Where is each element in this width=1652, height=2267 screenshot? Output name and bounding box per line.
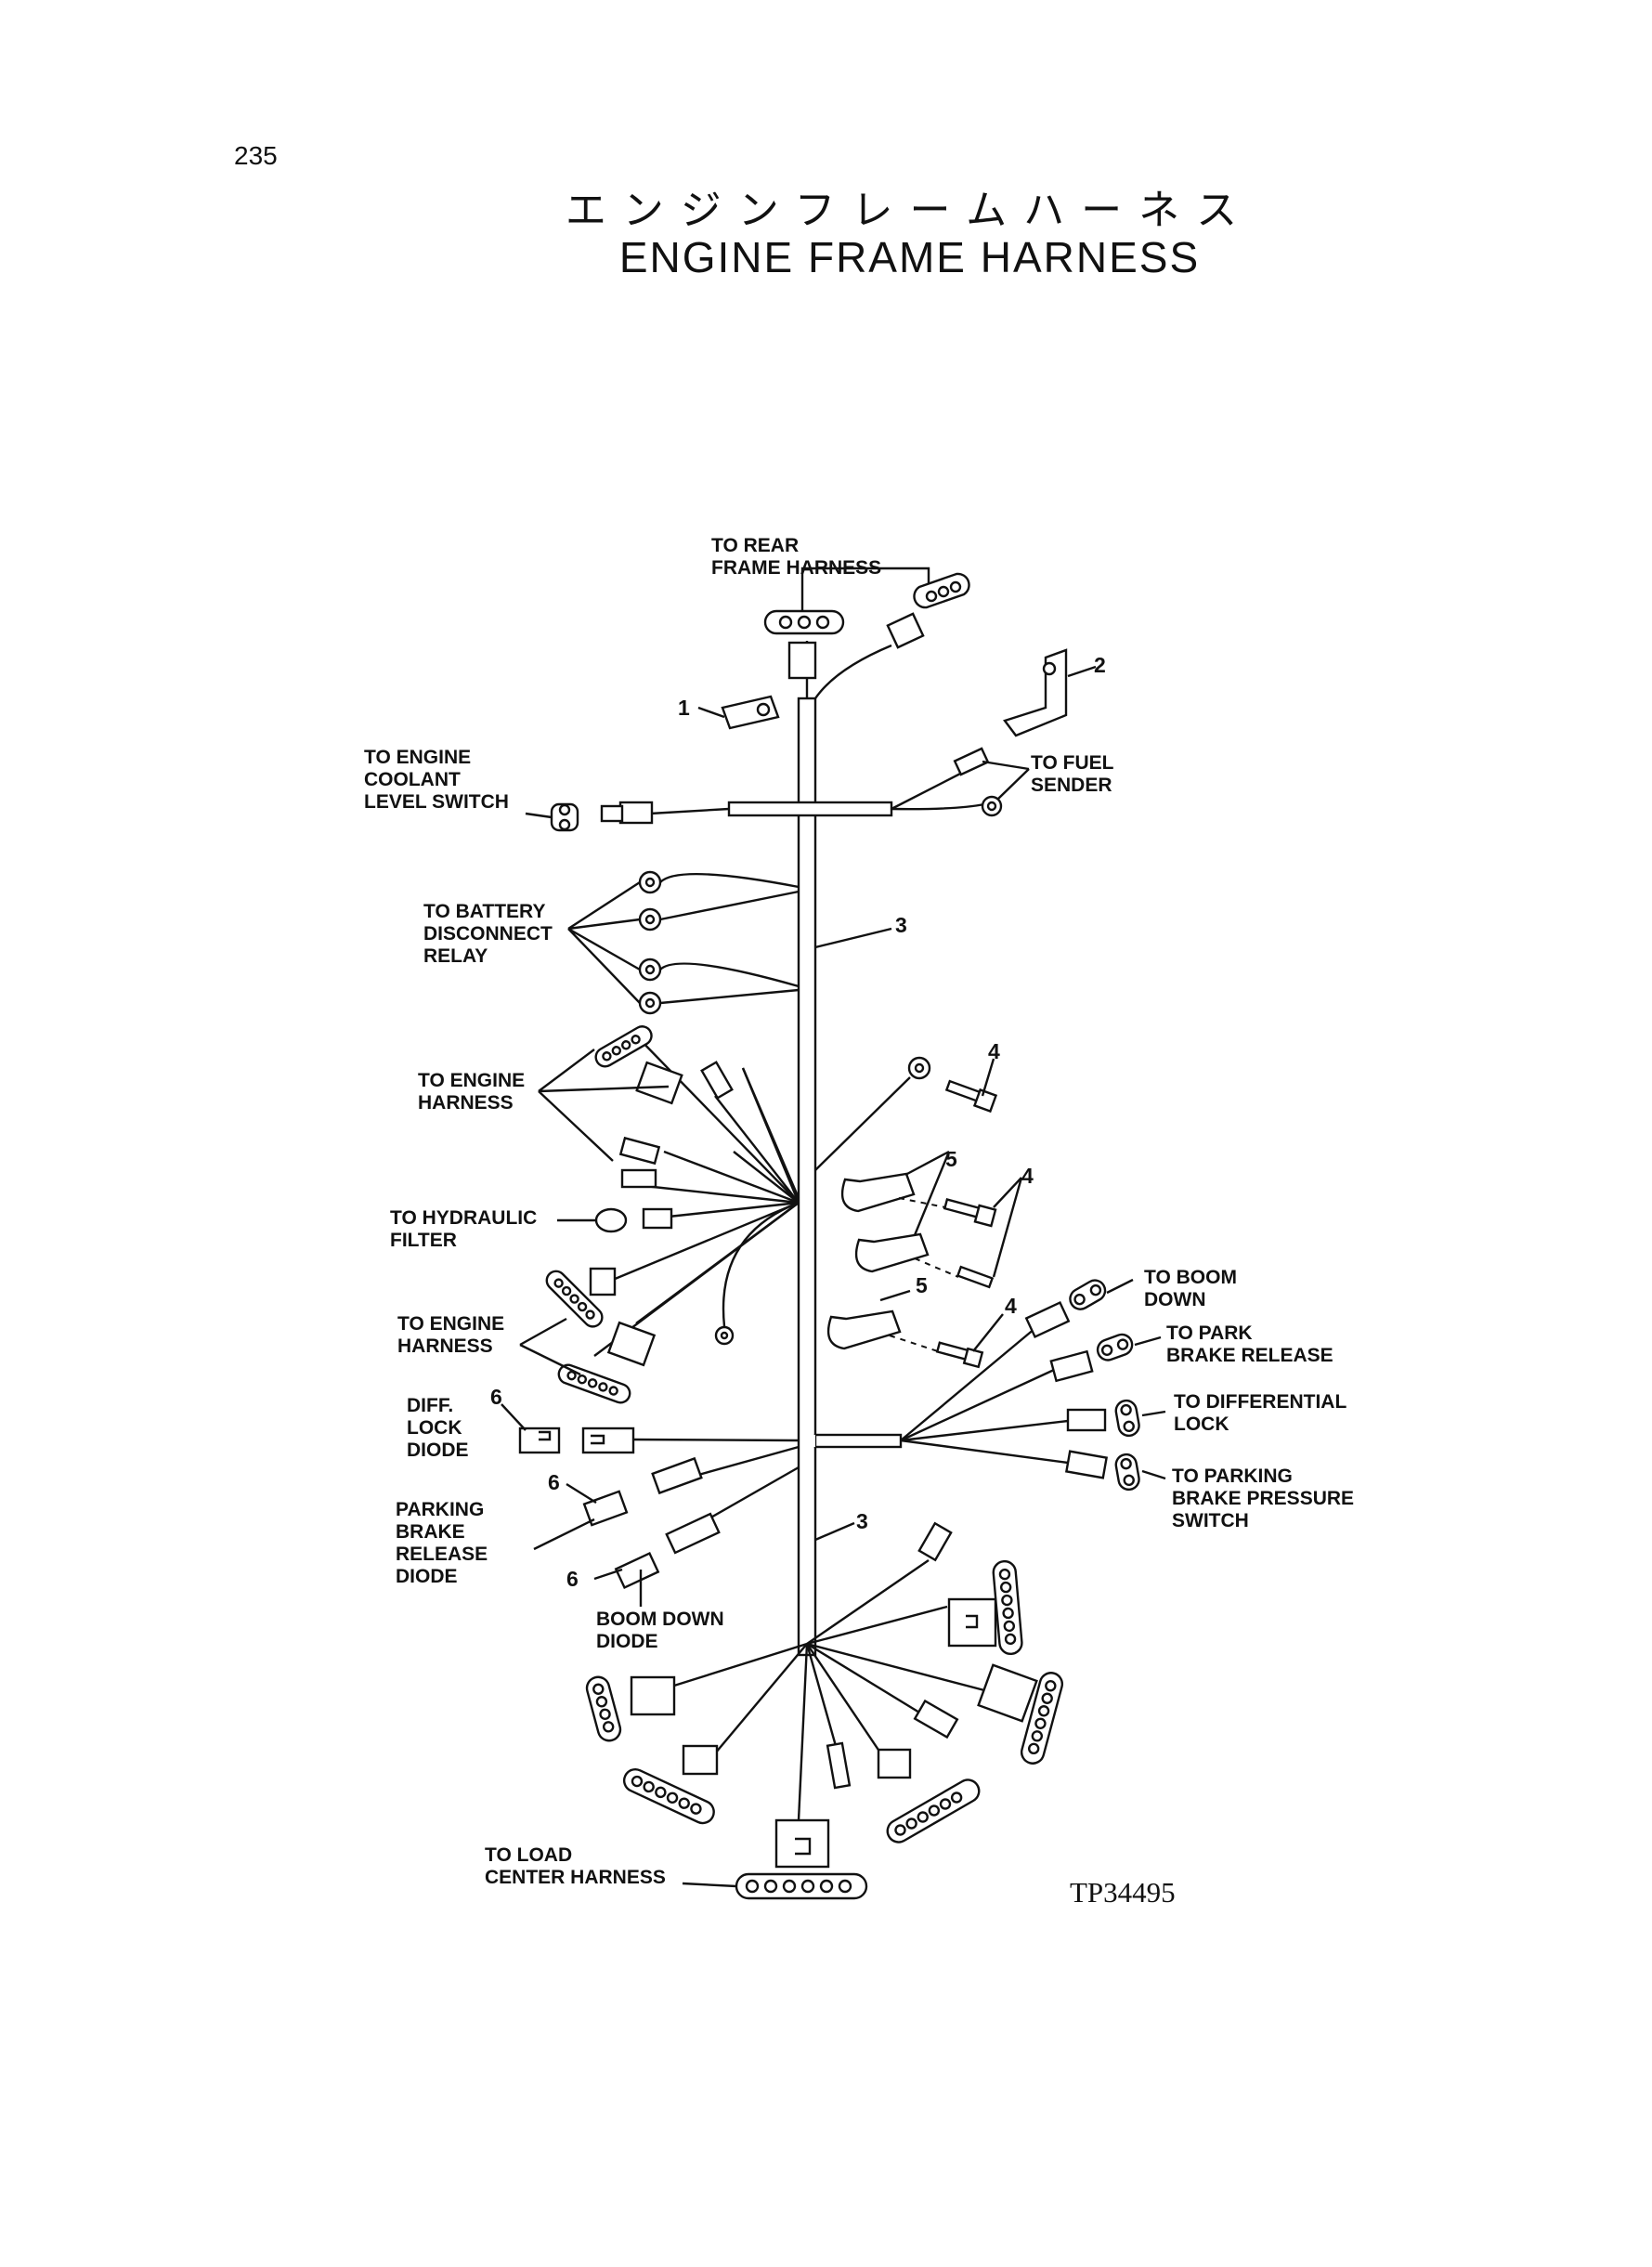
svg-text:4: 4 [1005, 1294, 1017, 1318]
svg-text:2: 2 [1094, 653, 1106, 677]
svg-text:LOCK: LOCK [407, 1417, 462, 1439]
svg-text:BRAKE RELEASE: BRAKE RELEASE [1166, 1345, 1333, 1366]
svg-text:HARNESS: HARNESS [397, 1335, 493, 1357]
svg-text:DIFF.: DIFF. [407, 1395, 453, 1416]
label-battery-relay: TO BATTERY DISCONNECT RELAY [423, 901, 553, 967]
svg-text:6: 6 [490, 1385, 502, 1409]
svg-text:TO ENGINE: TO ENGINE [364, 747, 471, 768]
svg-text:BRAKE PRESSURE: BRAKE PRESSURE [1172, 1488, 1354, 1509]
title-english: ENGINE FRAME HARNESS [618, 233, 1201, 281]
svg-text:6: 6 [566, 1567, 579, 1591]
reference-code: TP34495 [1070, 1876, 1176, 1909]
svg-text:DISCONNECT: DISCONNECT [423, 923, 553, 945]
label-coolant-switch: TO ENGINE COOLANT LEVEL SWITCH [364, 747, 509, 813]
right-branch-connectors [900, 1278, 1166, 1492]
label-park-brake-release: TO PARK BRAKE RELEASE [1166, 1322, 1333, 1366]
label-parking-brake-pressure: TO PARKING BRAKE PRESSURE SWITCH [1172, 1466, 1354, 1531]
svg-text:PARKING: PARKING [396, 1499, 484, 1520]
svg-text:5: 5 [916, 1273, 928, 1297]
label-diff-lock-diode: DIFF. LOCK DIODE [407, 1395, 469, 1461]
svg-text:1: 1 [678, 696, 690, 720]
label-fuel-sender: TO FUEL SENDER [1031, 752, 1114, 796]
svg-text:5: 5 [945, 1147, 957, 1171]
svg-text:6: 6 [548, 1470, 560, 1494]
load-center-connectors [585, 1521, 1064, 1900]
svg-text:HARNESS: HARNESS [418, 1092, 514, 1114]
label-load-center: TO LOAD CENTER HARNESS [485, 1844, 666, 1888]
svg-text:FILTER: FILTER [390, 1230, 457, 1251]
svg-text:RELEASE: RELEASE [396, 1544, 488, 1565]
label-engine-harness-1: TO ENGINE HARNESS [418, 1070, 525, 1114]
svg-text:3: 3 [895, 913, 907, 937]
label-parking-brake-diode: PARKING BRAKE RELEASE DIODE [396, 1499, 488, 1587]
svg-text:DOWN: DOWN [1144, 1289, 1206, 1310]
label-differential-lock: TO DIFFERENTIAL LOCK [1174, 1391, 1346, 1435]
svg-text:TO ENGINE: TO ENGINE [418, 1070, 525, 1091]
page-number: 235 [234, 141, 278, 170]
svg-text:TO HYDRAULIC: TO HYDRAULIC [390, 1207, 537, 1229]
svg-text:BRAKE: BRAKE [396, 1521, 465, 1543]
bracket-part-2 [1003, 648, 1097, 737]
label-rear-frame: TO REAR FRAME HARNESS [711, 535, 881, 579]
coolant-switch-connector [525, 801, 730, 832]
svg-text:3: 3 [856, 1509, 868, 1533]
svg-text:TO BOOM: TO BOOM [1144, 1267, 1237, 1288]
engine-harness-connectors [519, 1025, 800, 1404]
svg-text:TO PARK: TO PARK [1166, 1322, 1253, 1344]
svg-text:DIODE: DIODE [407, 1440, 469, 1461]
svg-text:TO ENGINE: TO ENGINE [397, 1313, 504, 1335]
svg-text:DIODE: DIODE [596, 1631, 658, 1652]
svg-text:SENDER: SENDER [1031, 775, 1112, 796]
svg-text:TO REAR: TO REAR [711, 535, 799, 556]
svg-text:TO LOAD: TO LOAD [485, 1844, 572, 1866]
svg-text:4: 4 [1021, 1164, 1034, 1188]
svg-text:LOCK: LOCK [1174, 1414, 1229, 1435]
svg-text:BOOM DOWN: BOOM DOWN [596, 1609, 724, 1630]
callout-numbers: 1 2 3 3 4 4 4 5 5 6 6 6 [490, 653, 1106, 1591]
battery-relay-terminals [567, 870, 800, 1015]
label-engine-harness-2: TO ENGINE HARNESS [397, 1313, 504, 1357]
label-boom-down-diode: BOOM DOWN DIODE [596, 1609, 724, 1652]
svg-text:FRAME HARNESS: FRAME HARNESS [711, 557, 881, 579]
svg-text:SWITCH: SWITCH [1172, 1510, 1249, 1531]
clip-part-1 [697, 695, 780, 730]
label-hydraulic-filter: TO HYDRAULIC FILTER [390, 1207, 537, 1251]
callout-leaders [814, 927, 892, 1542]
svg-text:TO BATTERY: TO BATTERY [423, 901, 545, 922]
svg-text:TO FUEL: TO FUEL [1031, 752, 1114, 774]
title-japanese: エンジンフレームハーネス [565, 187, 1255, 234]
fuel-sender-connector [891, 747, 1030, 817]
svg-text:CENTER HARNESS: CENTER HARNESS [485, 1867, 666, 1888]
rear-frame-connectors [763, 567, 970, 699]
svg-text:4: 4 [988, 1039, 1000, 1063]
svg-text:TO DIFFERENTIAL: TO DIFFERENTIAL [1174, 1391, 1346, 1413]
diode-connectors [501, 1403, 800, 1607]
svg-text:TO PARKING: TO PARKING [1172, 1466, 1293, 1487]
svg-text:DIODE: DIODE [396, 1566, 458, 1587]
mounting-hardware [814, 1056, 1023, 1369]
label-boom-down: TO BOOM DOWN [1144, 1267, 1237, 1310]
svg-text:LEVEL SWITCH: LEVEL SWITCH [364, 791, 509, 813]
svg-text:COOLANT: COOLANT [364, 769, 461, 790]
svg-text:RELAY: RELAY [423, 945, 488, 967]
